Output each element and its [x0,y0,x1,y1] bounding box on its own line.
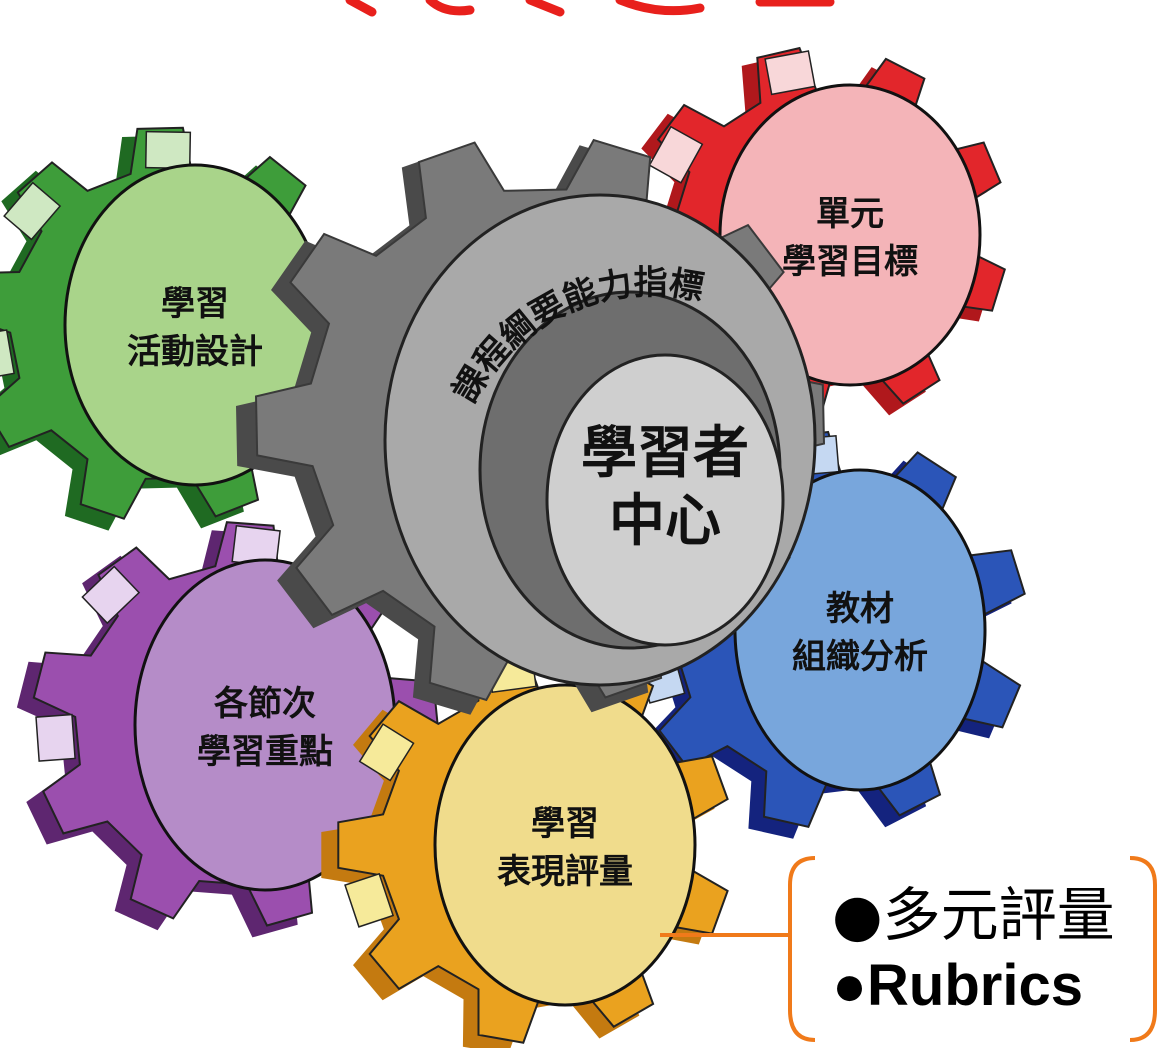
core-line-2: 中心 [609,489,721,554]
title-stroke [425,0,475,16]
callout-item-2: ●Rubrics [832,953,1083,1018]
gear-tooth-highlight [81,565,141,625]
gear-label-line: 學習目標 [782,242,918,282]
gear-tooth-highlight [35,713,76,762]
title-fragment [345,0,835,17]
gear-label-line: 學習 [531,804,599,844]
callout-item-1: ●多元評量 [832,881,1115,949]
gear-label-line: 組織分析 [792,637,928,677]
core-line-1: 學習者 [581,421,749,486]
center-gear-core [545,353,785,647]
gear-label-line: 活動設計 [127,332,263,372]
title-stroke [525,0,565,17]
center-core: 學習者 中心 [581,421,749,554]
center-gear [236,138,826,715]
gear-label-line: 學習 [161,284,229,324]
bracket-right [1129,856,1157,1042]
gear-face [433,683,697,1007]
title-stroke [615,0,705,16]
gear-label-line: 教材 [826,589,894,629]
gear-tooth-highlight [0,329,15,381]
callout: ●多元評量 ●Rubrics [660,856,1157,1042]
gear-tooth-highlight [144,130,192,170]
gear-tooth-highlight [3,181,62,241]
gear-label-line: 各節次 [214,684,316,724]
gear-tooth-highlight [648,125,704,184]
gear-label-line: 單元 [816,194,884,234]
gear-tooth-highlight [358,723,415,782]
gear-tooth-highlight [344,872,395,928]
title-stroke [345,0,377,17]
gear-tooth-highlight [764,50,816,96]
gear-label-line: 學習重點 [197,732,333,772]
gear-label-line: 表現評量 [497,852,633,892]
bracket-left [788,856,816,1042]
